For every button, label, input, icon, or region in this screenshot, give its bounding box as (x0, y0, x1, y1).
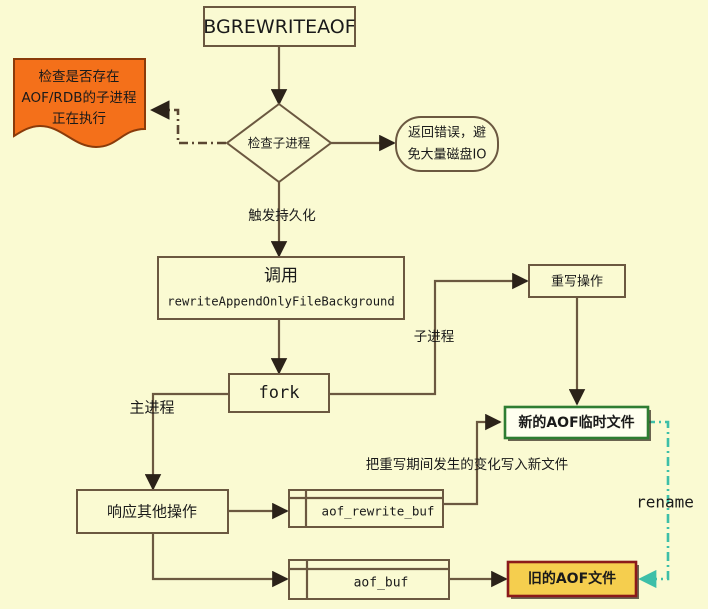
node-buffer-aof-rewrite-buf[interactable]: aof_rewrite_buf (288, 489, 444, 528)
edge-label-child-process: 子进程 (414, 329, 455, 345)
node-return-error-line-1: 返回错误，避 (408, 126, 486, 141)
node-fork-label: fork (259, 383, 300, 403)
edge-rename (638, 420, 670, 589)
edge-label-main-process: 主进程 (129, 399, 174, 417)
node-bgrewriteaof[interactable]: BGREWRITEAOF (203, 6, 356, 47)
edge-fork-to-respond (144, 392, 229, 491)
edge-respond-to-aof-buf (151, 533, 289, 588)
node-fork[interactable]: fork (228, 373, 330, 413)
node-rewrite-operation[interactable]: 重写操作 (528, 264, 626, 298)
buffer-label-0: aof_rewrite_buf (322, 504, 435, 519)
node-respond-label: 响应其他操作 (107, 503, 197, 521)
node-new-aof-temp-file[interactable]: 新的AOF临时文件 (503, 405, 651, 441)
edge-decision-to-callout (150, 100, 226, 145)
node-decision-label: 检查子进程 (248, 136, 311, 151)
node-bgrewriteaof-label: BGREWRITEAOF (203, 16, 355, 38)
node-call-title: 调用 (264, 266, 298, 286)
edge-fork-to-rewrite (329, 272, 529, 396)
node-old-aof-label: 旧的AOF文件 (528, 570, 616, 587)
edge-rewrite-buf-to-new-aof (443, 413, 502, 506)
edge-label-write-changes: 把重写期间发生的变化写入新文件 (366, 457, 569, 473)
node-call-rewrite-function[interactable]: 调用 rewriteAppendOnlyFileBackground (157, 256, 405, 320)
node-return-error-line-2: 免大量磁盘IO (407, 147, 486, 163)
node-buffer-aof-buf[interactable]: aof_buf (288, 559, 450, 600)
node-old-aof-file[interactable]: 旧的AOF文件 (506, 560, 639, 599)
node-new-aof-label: 新的AOF临时文件 (518, 414, 634, 431)
node-call-function: rewriteAppendOnlyFileBackground (167, 295, 394, 309)
callout-line-1: 检查是否存在 (39, 69, 120, 85)
edge-label-trigger-persist: 触发持久化 (248, 208, 316, 224)
callout-line-2: AOF/RDB的子进程 (22, 90, 137, 106)
callout-line-3: 正在执行 (52, 111, 106, 127)
node-return-error[interactable]: 返回错误，避 免大量磁盘IO (395, 116, 499, 172)
node-respond-other-ops[interactable]: 响应其他操作 (76, 489, 229, 534)
node-callout-check-child[interactable]: 检查是否存在 AOF/RDB的子进程 正在执行 (13, 58, 146, 149)
node-rewrite-operation-label: 重写操作 (551, 274, 603, 290)
buffer-label-1: aof_buf (354, 576, 409, 591)
node-decision-check-child[interactable]: 检查子进程 (225, 102, 333, 184)
edge-label-rename: rename (636, 493, 694, 512)
